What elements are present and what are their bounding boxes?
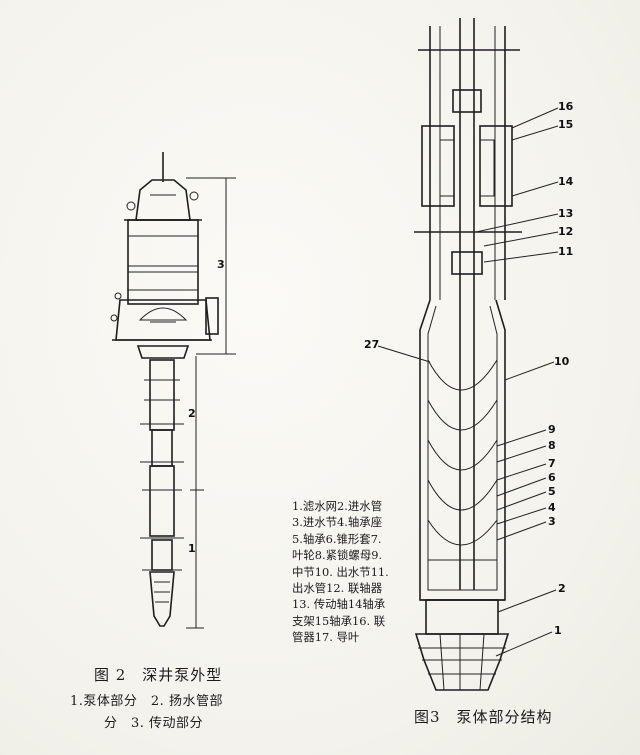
figure-2-label-3: 3	[217, 258, 225, 271]
figure-2-label-1: 1	[188, 542, 196, 555]
legend-line: 中节10. 出水节11.	[292, 564, 389, 579]
figure-2-subcaption-line2: 分 3. 传动部分	[104, 716, 204, 731]
figure-3-label-4: 4	[548, 501, 556, 514]
legend-line: 叶轮8.紧锁螺母9.	[292, 548, 383, 563]
figure-3-label-7: 7	[548, 457, 556, 470]
legend-line: 支架15轴承16. 联	[292, 613, 386, 628]
figure-3-label-1: 1	[554, 624, 562, 637]
figure-3-label-27: 27	[364, 338, 380, 351]
figure-3-label-5: 5	[548, 485, 556, 498]
figure-3-caption: 图3 泵体部分结构	[414, 708, 553, 726]
figure-3-label-13: 13	[558, 207, 574, 220]
figure-3-label-14: 14	[558, 175, 574, 188]
figure-3-label-2: 2	[558, 582, 566, 595]
figure-3-label-12: 12	[558, 225, 574, 238]
figure-3-label-11: 11	[558, 245, 574, 258]
legend-line: 管器17. 导叶	[292, 630, 360, 645]
legend-line: 3.进水节4.轴承座	[292, 515, 383, 530]
legend-line: 出水管12. 联轴器	[292, 581, 383, 596]
figure-3-label-8: 8	[548, 439, 556, 452]
figure-3-label-3: 3	[548, 515, 556, 528]
figure-2-caption: 图 2 深井泵外型	[94, 666, 223, 684]
figure-3-parts-legend: 1.滤水网2.进水管 3.进水节4.轴承座 5.轴承6.锥形套7. 叶轮8.紧锁…	[292, 498, 424, 646]
figure-2-label-2: 2	[188, 407, 196, 420]
figure-3-label-10: 10	[554, 355, 570, 368]
figure-3-label-16: 16	[558, 100, 574, 113]
figure-3-label-15: 15	[558, 118, 574, 131]
figure-3-label-9: 9	[548, 423, 556, 436]
legend-line: 13. 传动轴14轴承	[292, 597, 386, 612]
figure-3-label-6: 6	[548, 471, 556, 484]
legend-line: 1.滤水网2.进水管	[292, 499, 383, 513]
legend-line: 5.轴承6.锥形套7.	[292, 531, 382, 546]
figure-2-subcaption-line1: 1.泵体部分 2. 扬水管部	[70, 694, 223, 709]
